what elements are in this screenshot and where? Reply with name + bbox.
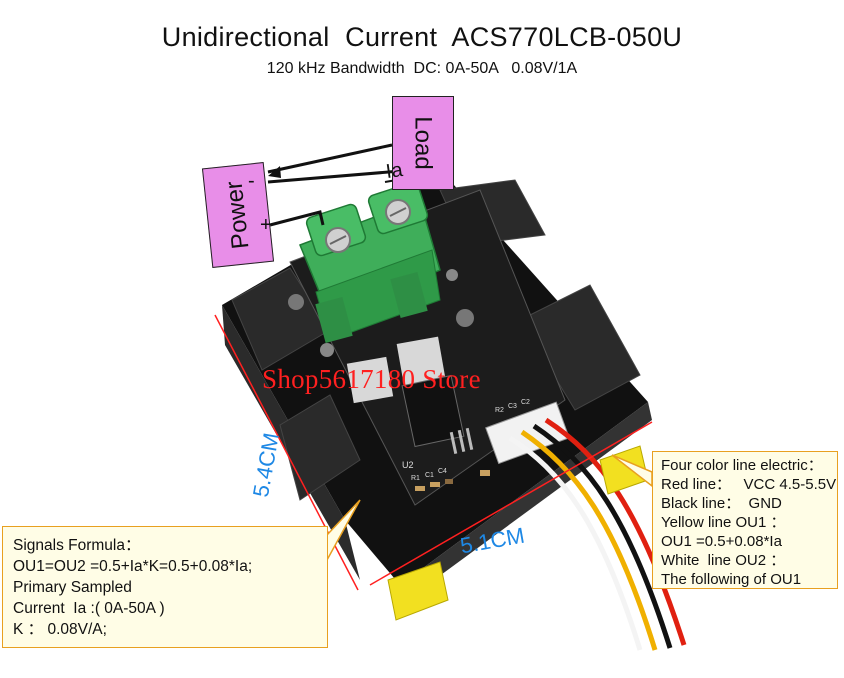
ic-leg [449,431,458,454]
housing-side-right [400,402,652,602]
silk-u2: U2 [402,460,414,470]
terminal-foot [390,272,428,318]
smd-component [430,482,440,487]
ic-leg [457,429,466,452]
formula-line: K ： 0.08V/A; [13,621,107,638]
wire-red [544,417,687,646]
smd-component [445,479,453,484]
mounting-clip [387,561,449,621]
wire-white [508,435,643,651]
wire-line: Red line： VCC 4.5-5.5V [661,476,837,493]
silk-c1: C1 [425,472,434,479]
ia-label: Ia [384,158,405,184]
silk-r1: R1 [411,475,420,482]
dimension-line-width [369,421,653,586]
pcb-pad [396,336,446,386]
load-arrow [268,166,281,178]
wire-black [532,423,673,649]
ic-leg [465,427,474,450]
pcb-hole [456,309,474,327]
wire-line: Four color line electric： [661,457,823,474]
wire-callout: Four color line electric： Red line： VCC … [652,451,838,589]
page-title: Unidirectional Current ACS770LCB-050U [161,22,683,52]
terminal-foot [315,297,353,343]
load-label-box: Load [392,96,454,190]
wire-line: Yellow line OU1 ： [661,514,786,531]
screw-slot [389,207,407,217]
power-plus-sign: + [260,214,272,236]
wire-yellow [520,429,658,651]
formula-callout: Signals Formula： OU1=OU2 =0.5+Ia*K=0.5+0… [2,526,328,648]
silk-c2: C2 [521,399,530,406]
pcb-hole [320,343,334,357]
mounting-tab-front [279,394,361,501]
smd-component [480,470,490,476]
formula-line: Signals Formula： [13,537,141,554]
pcb-pad [346,356,394,404]
load-label: Load [409,116,437,170]
store-watermark: Shop5617180 Store [262,364,481,394]
pcb-hole [288,294,304,310]
power-plus-wire [269,210,325,227]
silk-c3: C3 [508,403,517,410]
formula-line: OU1=OU2 =0.5+Ia*K=0.5+0.08*Ia; [13,558,253,575]
wire-line: Black line： GND [661,495,782,512]
screw-slot [329,235,347,245]
silk-r2: R2 [495,407,504,414]
wire-line: OU1 =0.5+0.08*Ia [661,533,782,550]
silk-c4: C4 [438,468,447,475]
power-minus-sign: - [248,170,255,192]
wire-line: White line OU2 ： [661,552,786,569]
formula-line: Primary Sampled [13,579,132,596]
formula-line: Current Ia :( 0A-50A ) [13,600,165,617]
sensor-ic [401,374,465,448]
smd-component [415,486,425,491]
wire-line: The following of OU1 [661,571,802,588]
load-wire [267,143,393,174]
page-subtitle: 120 kHz Bandwidth DC: 0A-50A 0.08V/1A [266,60,578,77]
pcb-hole [446,269,458,281]
